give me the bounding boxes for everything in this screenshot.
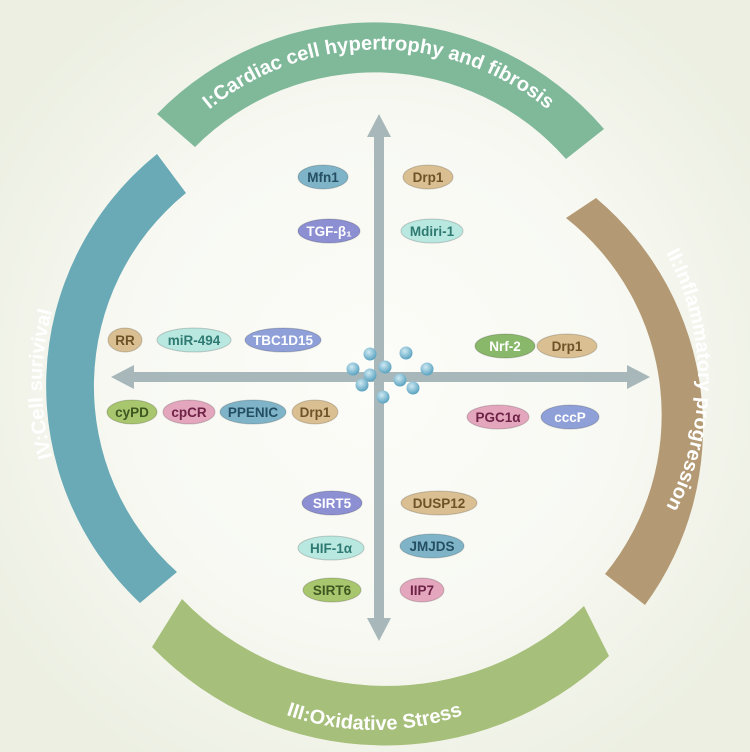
pill-shape [400,218,464,244]
pill-label: DUSP12 [413,496,466,511]
pill-label: IIP7 [410,583,434,598]
molecule-pill: SIRT5 [301,490,363,516]
molecule-pill: HIF-1α [297,535,365,561]
center-dot [420,362,434,376]
pill-label: TBC1D15 [253,333,314,348]
arrow-up-icon [367,114,391,137]
pill-shape [474,333,536,359]
center-dot [346,362,360,376]
center-dot [355,378,369,392]
pill-label: cyPD [115,405,149,420]
pill-label: JMJDS [409,539,454,554]
pill-label: HIF-1α [310,541,353,556]
pill-shape [291,399,339,425]
pill-label: Drp1 [300,405,331,420]
arrow-down-icon [367,618,391,641]
pill-shape [302,577,362,603]
molecule-pill: TBC1D15 [244,327,322,353]
molecule-pill: IIP7 [399,577,445,603]
molecule-pill: DUSP12 [400,490,478,516]
pill-shape [297,535,365,561]
molecule-pill: miR-494 [156,327,232,353]
pill-label: SIRT6 [313,583,352,598]
pill-shape [219,399,287,425]
center-dot [376,390,390,404]
pill-shape [400,490,478,516]
pill-shape [301,490,363,516]
pill-label: Drp1 [413,170,444,185]
molecule-pill: cccP [540,404,600,430]
pill-shape [106,399,158,425]
arc-band-right [566,198,704,605]
center-dot [378,360,392,374]
molecule-pill: Drp1 [291,399,339,425]
pill-label: SIRT5 [313,496,352,511]
arrow-right-icon [627,365,650,389]
molecule-pill: Drp1 [536,333,598,359]
molecule-pill: Mfn1 [297,164,349,190]
pill-shape [107,327,143,353]
pill-label: Mfn1 [307,170,339,185]
pill-label: miR-494 [168,333,221,348]
center-dot [363,347,377,361]
molecule-pill: cpCR [162,399,216,425]
molecule-pill: cyPD [106,399,158,425]
molecule-pill: PGC1α [466,404,530,430]
arc-band-left [46,154,186,603]
molecule-pill: Mdiri-1 [400,218,464,244]
pill-shape [162,399,216,425]
molecule-pill: JMJDS [399,533,465,559]
pill-shape [297,218,361,244]
pill-label: RR [115,333,135,348]
pill-shape [399,577,445,603]
pill-shape [540,404,600,430]
pill-label: cccP [554,410,586,425]
central-arrows [111,114,650,641]
arc-band-bottom [152,599,609,746]
arrow-left-icon [111,365,134,389]
pill-shape [244,327,322,353]
pill-label: PGC1α [475,410,521,425]
arc-band-top [157,22,604,160]
central-dots [346,346,434,404]
center-dot [399,346,413,360]
center-dot [363,368,377,382]
pill-label: Mdiri-1 [410,224,455,239]
center-dot [393,373,407,387]
center-dot [406,381,420,395]
molecule-pill: RR [107,327,143,353]
molecule-pill: PPENIC [219,399,287,425]
pill-label: PPENIC [228,405,279,420]
molecule-pill: Drp1 [402,164,454,190]
pill-label: cpCR [171,405,207,420]
molecule-pill: Nrf-2 [474,333,536,359]
pill-shape [156,327,232,353]
pill-shape [297,164,349,190]
molecule-pill: SIRT6 [302,577,362,603]
pill-label: Nrf-2 [489,339,521,354]
pill-shape [466,404,530,430]
pill-shape [536,333,598,359]
pill-label: Drp1 [552,339,583,354]
pill-label: TGF-β₁ [306,224,352,239]
pill-shape [402,164,454,190]
molecule-pill: TGF-β₁ [297,218,361,244]
pill-shape [399,533,465,559]
arrow-shaft-horizontal [132,372,632,382]
